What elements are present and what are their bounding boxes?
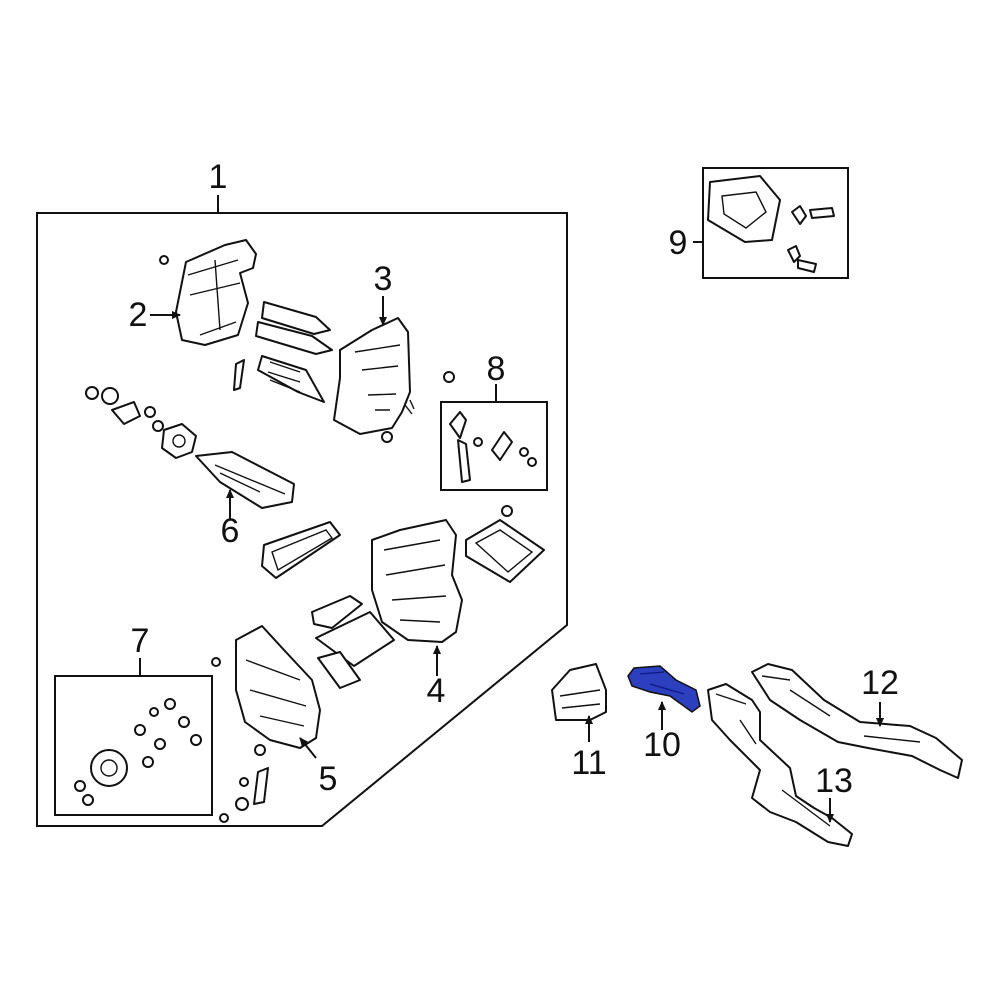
rear-duct-part-13[interactable]: [707, 683, 853, 847]
callout-10: 10: [643, 726, 681, 764]
duct-part-11[interactable]: [551, 663, 607, 742]
door-plate-parts[interactable]: [233, 301, 333, 403]
evaporator-case-part[interactable]: [371, 519, 463, 676]
callout-8: 8: [487, 350, 506, 388]
callout-5: 5: [319, 760, 338, 798]
callout-11: 11: [571, 744, 606, 782]
upper-case-part[interactable]: [159, 239, 257, 346]
callout-3: 3: [374, 260, 393, 298]
callout-6: 6: [221, 512, 240, 550]
seal-parts[interactable]: [261, 505, 545, 583]
lower-case-part[interactable]: [211, 625, 321, 823]
callout-4: 4: [427, 672, 446, 710]
callout-12: 12: [861, 664, 899, 702]
callout-13: 13: [815, 762, 853, 800]
callout-9: 9: [669, 224, 688, 262]
heater-case-part[interactable]: [333, 317, 455, 443]
rear-duct-part-12[interactable]: [751, 663, 963, 779]
highlighted-part-10[interactable]: [627, 665, 701, 730]
callout-2: 2: [129, 296, 148, 334]
heater-core-part[interactable]: [85, 386, 295, 520]
callout-7: 7: [131, 622, 150, 660]
callout-1: 1: [209, 158, 228, 196]
linkage-kit[interactable]: [440, 384, 548, 491]
mode-door-parts[interactable]: [311, 595, 395, 689]
assembly-outline: [36, 195, 568, 827]
duct-kit-9[interactable]: [693, 167, 849, 279]
blower-motor-kit[interactable]: [54, 658, 213, 816]
